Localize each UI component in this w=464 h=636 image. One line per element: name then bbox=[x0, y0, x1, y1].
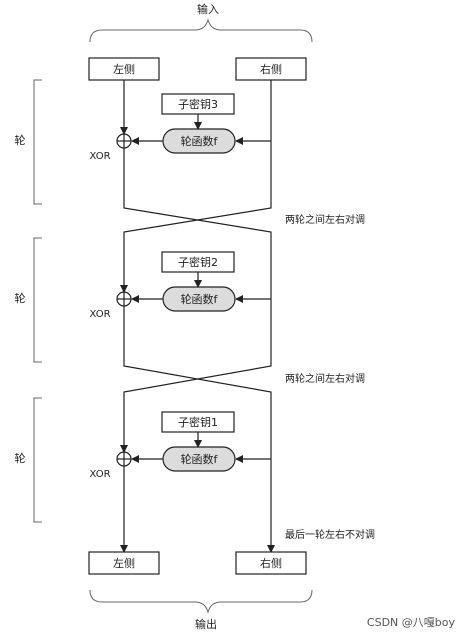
output-left-box bbox=[88, 551, 160, 575]
subkey-label-2: 子密钥2 bbox=[178, 255, 218, 269]
subkey-label-1: 子密钥3 bbox=[178, 97, 218, 111]
input-brace bbox=[89, 18, 313, 43]
swap-note-1: 两轮之间左右对调 bbox=[285, 213, 365, 226]
round-function-label-1: 轮函数f bbox=[181, 134, 219, 148]
input-right-label: 右侧 bbox=[260, 62, 282, 76]
output-title: 输出 bbox=[195, 617, 217, 631]
round-bracket-1 bbox=[33, 79, 42, 205]
xor-label-2: XOR bbox=[89, 309, 110, 320]
output-brace bbox=[89, 589, 313, 614]
round-bracket-3 bbox=[33, 397, 42, 523]
final-note: 最后一轮左右不对调 bbox=[285, 528, 375, 541]
swap-left-to-right-1 bbox=[123, 200, 272, 238]
output-left-label: 左侧 bbox=[113, 557, 135, 570]
rounds: 轮子密钥3轮函数fXOR两轮之间左右对调轮子密钥2轮函数fXOR两轮之间左右对调… bbox=[15, 79, 375, 553]
round-function-label-2: 轮函数f bbox=[181, 292, 219, 306]
xor-label-3: XOR bbox=[89, 469, 110, 480]
swap-right-to-left-1 bbox=[123, 200, 272, 238]
watermark: CSDN @八嘎boy bbox=[367, 616, 456, 629]
swap-right-to-left-2 bbox=[123, 358, 272, 398]
input-title: 输入 bbox=[197, 2, 219, 16]
subkey-label-3: 子密钥1 bbox=[178, 415, 218, 429]
swap-left-to-right-2 bbox=[123, 358, 272, 398]
round-label-1: 轮 bbox=[15, 133, 26, 147]
output-right-box bbox=[235, 551, 307, 575]
input-left-label: 左侧 bbox=[113, 63, 135, 76]
round-label-3: 轮 bbox=[15, 451, 26, 465]
round-function-label-3: 轮函数f bbox=[181, 452, 219, 466]
swap-note-2: 两轮之间左右对调 bbox=[285, 372, 365, 385]
xor-label-1: XOR bbox=[89, 151, 110, 162]
output-right-label: 右侧 bbox=[260, 556, 282, 570]
round-label-2: 轮 bbox=[15, 291, 26, 305]
round-bracket-2 bbox=[33, 237, 42, 363]
